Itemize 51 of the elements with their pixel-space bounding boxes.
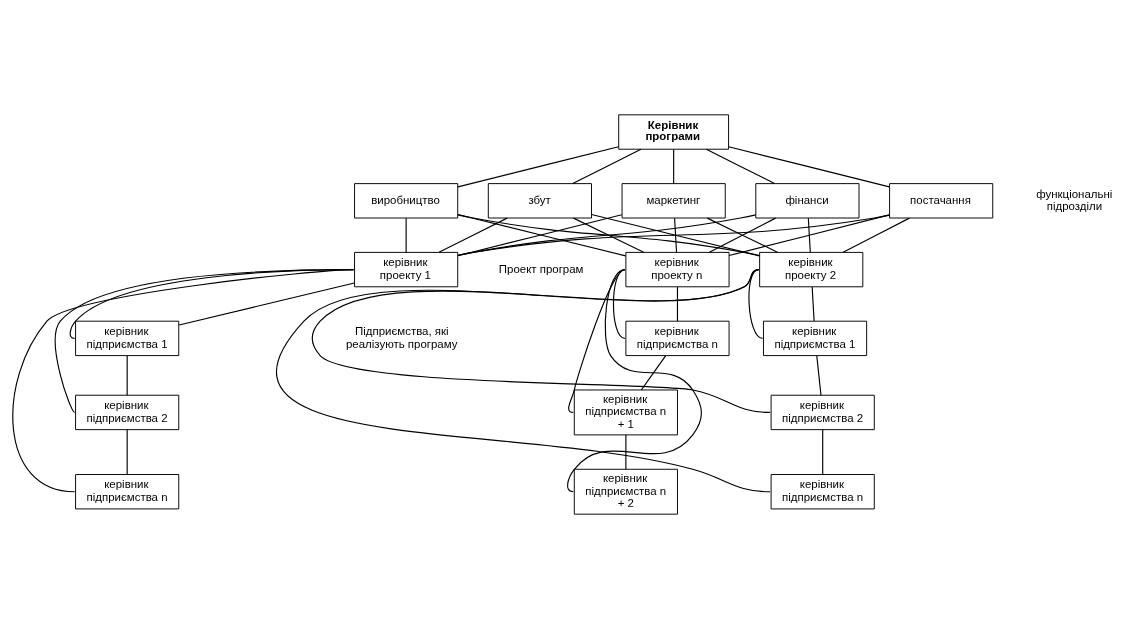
label: функціональні підрозділи bbox=[1036, 187, 1113, 212]
connector bbox=[728, 213, 890, 256]
connector bbox=[807, 217, 811, 253]
connector bbox=[126, 428, 128, 475]
node-box: виробництво bbox=[354, 182, 459, 218]
connector bbox=[676, 286, 679, 322]
node-box: постачання bbox=[889, 182, 994, 218]
connector bbox=[572, 148, 642, 184]
connector bbox=[457, 145, 620, 187]
connector bbox=[816, 354, 822, 396]
node-box: керівник проекту 2 bbox=[759, 251, 864, 287]
connector bbox=[811, 286, 815, 322]
connector bbox=[276, 268, 771, 492]
node-box: керівник підприємства n + 1 bbox=[573, 389, 678, 435]
connector bbox=[728, 145, 890, 187]
connector bbox=[673, 148, 675, 184]
connector bbox=[705, 148, 776, 184]
connector bbox=[438, 217, 508, 253]
connector bbox=[640, 354, 667, 391]
node-box: керівник підприємства n + 2 bbox=[573, 468, 678, 515]
connector bbox=[126, 354, 128, 396]
label: Проект програм bbox=[498, 262, 584, 275]
node-box: керівник проекту n bbox=[625, 251, 730, 287]
connector bbox=[311, 268, 771, 413]
connector bbox=[54, 268, 355, 413]
connector bbox=[572, 217, 645, 253]
connector bbox=[591, 213, 760, 256]
label: Підприємства, які реалізують програму bbox=[345, 324, 458, 350]
connector bbox=[567, 268, 702, 492]
connector bbox=[457, 214, 891, 256]
node-box: керівник підприємства 1 bbox=[75, 320, 180, 356]
node-box: маркетинг bbox=[621, 182, 726, 218]
node-box: керівник підприємства 1 bbox=[763, 320, 868, 356]
node-box: керівник підприємства 2 bbox=[75, 394, 180, 430]
connector bbox=[748, 268, 764, 339]
connector bbox=[69, 268, 355, 339]
connector bbox=[12, 268, 355, 492]
connector bbox=[625, 433, 627, 470]
node-box: керівник підприємства n bbox=[625, 320, 730, 356]
node-box: Керівник програми bbox=[618, 113, 730, 150]
connector bbox=[405, 217, 407, 253]
node-box: керівник проекту 1 bbox=[354, 251, 459, 287]
node-box: керівник підприємства 2 bbox=[770, 394, 875, 430]
node-box: фінанси bbox=[755, 182, 860, 218]
connector bbox=[842, 217, 910, 253]
connector bbox=[178, 281, 355, 326]
connector bbox=[674, 217, 678, 253]
connector bbox=[822, 428, 824, 475]
node-box: керівник підприємства n bbox=[770, 473, 875, 509]
node-box: збут bbox=[487, 182, 592, 218]
node-box: керівник підприємства n bbox=[75, 473, 180, 509]
